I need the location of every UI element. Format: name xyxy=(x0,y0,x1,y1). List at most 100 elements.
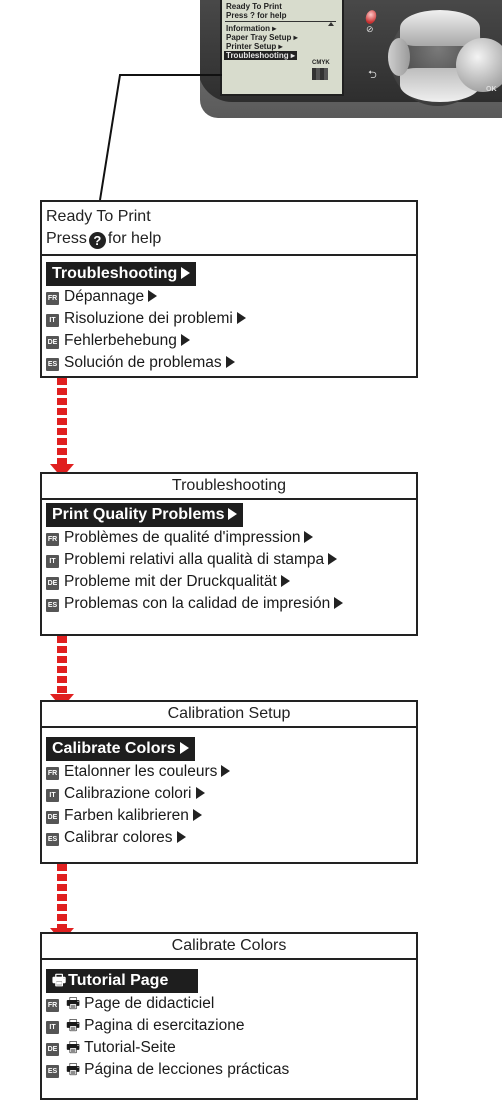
selected-label: Print Quality Problems xyxy=(52,506,225,523)
lcd-scroll-up-icon xyxy=(328,22,334,26)
triangle-right-icon xyxy=(176,831,186,843)
cancel-icon: ⊘ xyxy=(366,24,374,34)
lcd-cmyk-label: CMYK xyxy=(312,60,330,66)
lcd-line-status: Ready To Print xyxy=(226,2,282,11)
menu-item-label: Calibrazione colori xyxy=(64,785,192,802)
menu-item-de[interactable]: DE Probleme mit der Druckqualität xyxy=(42,571,416,593)
printer-icon: 🖶 xyxy=(66,1061,81,1078)
lcd-line-help: Press ? for help xyxy=(226,11,287,20)
triangle-right-icon xyxy=(236,312,246,324)
lcd-divider xyxy=(225,21,336,22)
menu-item-fr[interactable]: FR🖶Page de didacticiel xyxy=(42,993,416,1015)
menu-item-label: Solución de problemas xyxy=(64,354,222,371)
menu-item-label: Risoluzione dei problemi xyxy=(64,310,233,327)
menu-item-label: Pagina di esercitazione xyxy=(84,1017,245,1034)
menu-item-es[interactable]: ES 🖶Página de lecciones prácticas xyxy=(42,1059,416,1081)
menu-item-label: Problemi relativi alla qualità di stampa xyxy=(64,551,325,568)
help-hint: Press?for help xyxy=(42,228,416,250)
menu-item-label: Dépannage xyxy=(64,288,145,305)
ok-button[interactable] xyxy=(456,38,502,92)
printer-icon: 🖶 xyxy=(66,1039,81,1056)
triangle-right-icon xyxy=(304,531,314,543)
callout-leader-line xyxy=(99,74,222,201)
language-badge-es: ES xyxy=(46,1065,59,1078)
language-badge-fr: FR xyxy=(46,292,59,305)
back-icon: ⮌ xyxy=(368,69,377,81)
menu-item-label: Probleme mit der Druckqualität xyxy=(64,573,277,590)
triangle-right-icon xyxy=(195,787,205,799)
triangle-right-icon xyxy=(180,334,190,346)
menu-item-it[interactable]: IT Problemi relativi alla qualità di stam… xyxy=(42,549,416,571)
menu-item-it[interactable]: IT🖶Pagina di esercitazione xyxy=(42,1015,416,1037)
menu-item-label: Fehlerbehebung xyxy=(64,332,177,349)
menu-item-fr[interactable]: FR Dépannage xyxy=(42,286,416,308)
ok-label: OK xyxy=(486,86,497,93)
language-badge-fr: FR xyxy=(46,533,59,546)
flow-connector-2 xyxy=(57,636,67,696)
language-badge-fr: FR xyxy=(46,999,59,1012)
language-badge-de: DE xyxy=(46,811,59,824)
language-badge-it: IT xyxy=(46,314,59,327)
printer-icon: 🖶 xyxy=(52,972,67,989)
lcd-display: Ready To Print Press ? for help Informat… xyxy=(220,0,344,96)
menu-item-label: Calibrar colores xyxy=(64,829,173,846)
language-badge-it: IT xyxy=(46,1021,59,1034)
triangle-right-icon xyxy=(334,597,344,609)
menu-item-it[interactable]: IT Risoluzione dei problemi xyxy=(42,308,416,330)
selected-label: Troubleshooting xyxy=(52,265,178,282)
triangle-right-icon xyxy=(181,267,191,279)
menu-item-selected[interactable]: Troubleshooting xyxy=(46,262,197,286)
lcd-menu-printer-setup: Printer Setup ▸ xyxy=(226,42,283,51)
menu-item-es[interactable]: ES Problemas con la calidad de impresión xyxy=(42,593,416,615)
printer-icon: 🖶 xyxy=(66,995,81,1012)
panel-title: Troubleshooting xyxy=(42,474,416,500)
menu-panel-troubleshooting: Troubleshooting Print Quality Problems F… xyxy=(40,472,418,636)
menu-panel-calibrate-colors: Calibrate Colors 🖶Tutorial Page FR🖶Page … xyxy=(40,932,418,1100)
help-suffix: for help xyxy=(107,230,162,247)
selected-label: Calibrate Colors xyxy=(52,740,176,757)
menu-item-label: Problemas con la calidad de impresión xyxy=(64,595,331,612)
lcd-menu-paper-tray-setup: Paper Tray Setup ▸ xyxy=(226,33,298,42)
triangle-right-icon xyxy=(280,575,290,587)
menu-item-selected[interactable]: Print Quality Problems xyxy=(46,503,244,527)
menu-item-es[interactable]: ES Solución de problemas xyxy=(42,352,416,374)
language-badge-de: DE xyxy=(46,577,59,590)
menu-panel-main: Ready To Print Press?for help Troublesho… xyxy=(40,200,418,378)
menu-item-it[interactable]: IT Calibrazione colori xyxy=(42,783,416,805)
nav-up-button[interactable] xyxy=(400,10,480,46)
triangle-right-icon xyxy=(179,742,189,754)
selected-label: Tutorial Page xyxy=(68,972,169,989)
status-text: Ready To Print xyxy=(46,208,151,225)
triangle-right-icon xyxy=(148,290,158,302)
triangle-right-icon xyxy=(221,765,231,777)
toner-level-icon xyxy=(312,68,328,80)
menu-item-label: Tutorial-Seite xyxy=(84,1039,176,1056)
triangle-right-icon xyxy=(228,508,238,520)
menu-item-es[interactable]: ES Calibrar colores xyxy=(42,827,416,849)
help-icon[interactable]: ? xyxy=(88,232,106,249)
lcd-menu-troubleshooting: Troubleshooting ▸ xyxy=(224,51,297,60)
menu-item-de[interactable]: DE 🖶Tutorial-Seite xyxy=(42,1037,416,1059)
menu-item-label: Página de lecciones prácticas xyxy=(84,1061,290,1078)
triangle-right-icon xyxy=(328,553,338,565)
language-badge-es: ES xyxy=(46,358,59,371)
help-prefix: Press xyxy=(46,230,87,247)
nav-back-button[interactable] xyxy=(388,38,410,76)
language-badge-es: ES xyxy=(46,833,59,846)
printer-control-panel: Ready To Print Press ? for help Informat… xyxy=(200,0,502,118)
language-badge-es: ES xyxy=(46,599,59,612)
language-badge-it: IT xyxy=(46,789,59,802)
panel-title: Calibration Setup xyxy=(42,702,416,728)
menu-item-selected[interactable]: Calibrate Colors xyxy=(46,737,195,761)
panel-status-header: Ready To Print Press?for help xyxy=(42,202,416,256)
menu-item-selected[interactable]: 🖶Tutorial Page xyxy=(46,969,199,993)
language-badge-it: IT xyxy=(46,555,59,568)
language-badge-fr: FR xyxy=(46,767,59,780)
language-badge-de: DE xyxy=(46,1043,59,1056)
flow-connector-1 xyxy=(57,378,67,466)
